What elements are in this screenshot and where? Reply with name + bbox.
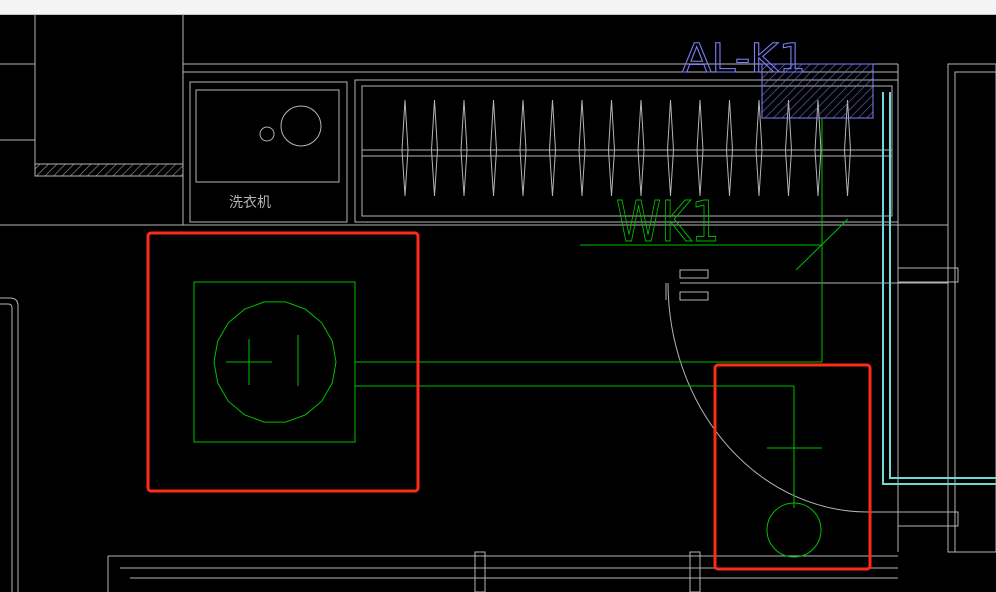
hatched-panel-icon[interactable] [761,63,874,119]
counter-tooth [578,99,586,197]
counter-tooth [519,99,527,197]
counter-tooth [430,99,439,197]
highlight-box-fixture [146,231,420,493]
counter-tooth-pattern [401,99,852,197]
wall-cabinet-left [34,14,184,165]
washer-label: 洗衣机 [229,195,271,211]
left-pipe [0,297,19,592]
window-top-strip [0,0,996,15]
washer-drum [280,105,322,147]
circle-with-cross-fixture-icon [213,301,337,423]
counter-tooth [725,99,734,197]
fixture-housing [193,281,356,443]
counter-tooth [607,99,616,197]
counter-tooth [401,99,409,197]
washer-enclosure [189,81,348,223]
floor-socket[interactable] [766,447,822,558]
long-counter-inner [361,85,893,217]
electrical-wiring [355,118,849,508]
highlight-box-socket [713,363,872,571]
counter-tooth [489,99,498,197]
washer-body [195,89,340,183]
circuit-id-label: WK1 [616,190,720,255]
counter-tooth [755,99,763,197]
counter-tooth [637,99,645,197]
washer-knob [259,126,275,142]
distribution-panel[interactable] [761,63,874,119]
door-swing-arc [667,282,871,513]
cad-drawing-canvas[interactable]: AL-K1 WK1 洗衣机 [0,14,996,592]
counter-tooth [548,99,557,197]
counter-tooth [696,99,704,197]
counter-tooth [666,99,675,197]
panel-id-label: AL-K1 [682,36,806,82]
floor-socket-symbol-icon [766,502,822,558]
architectural-walls [0,14,996,592]
counter-tooth [460,99,468,197]
ceiling-fixture[interactable] [193,281,356,443]
hatched-countertop [34,163,184,177]
cyan-conduit [882,92,996,485]
